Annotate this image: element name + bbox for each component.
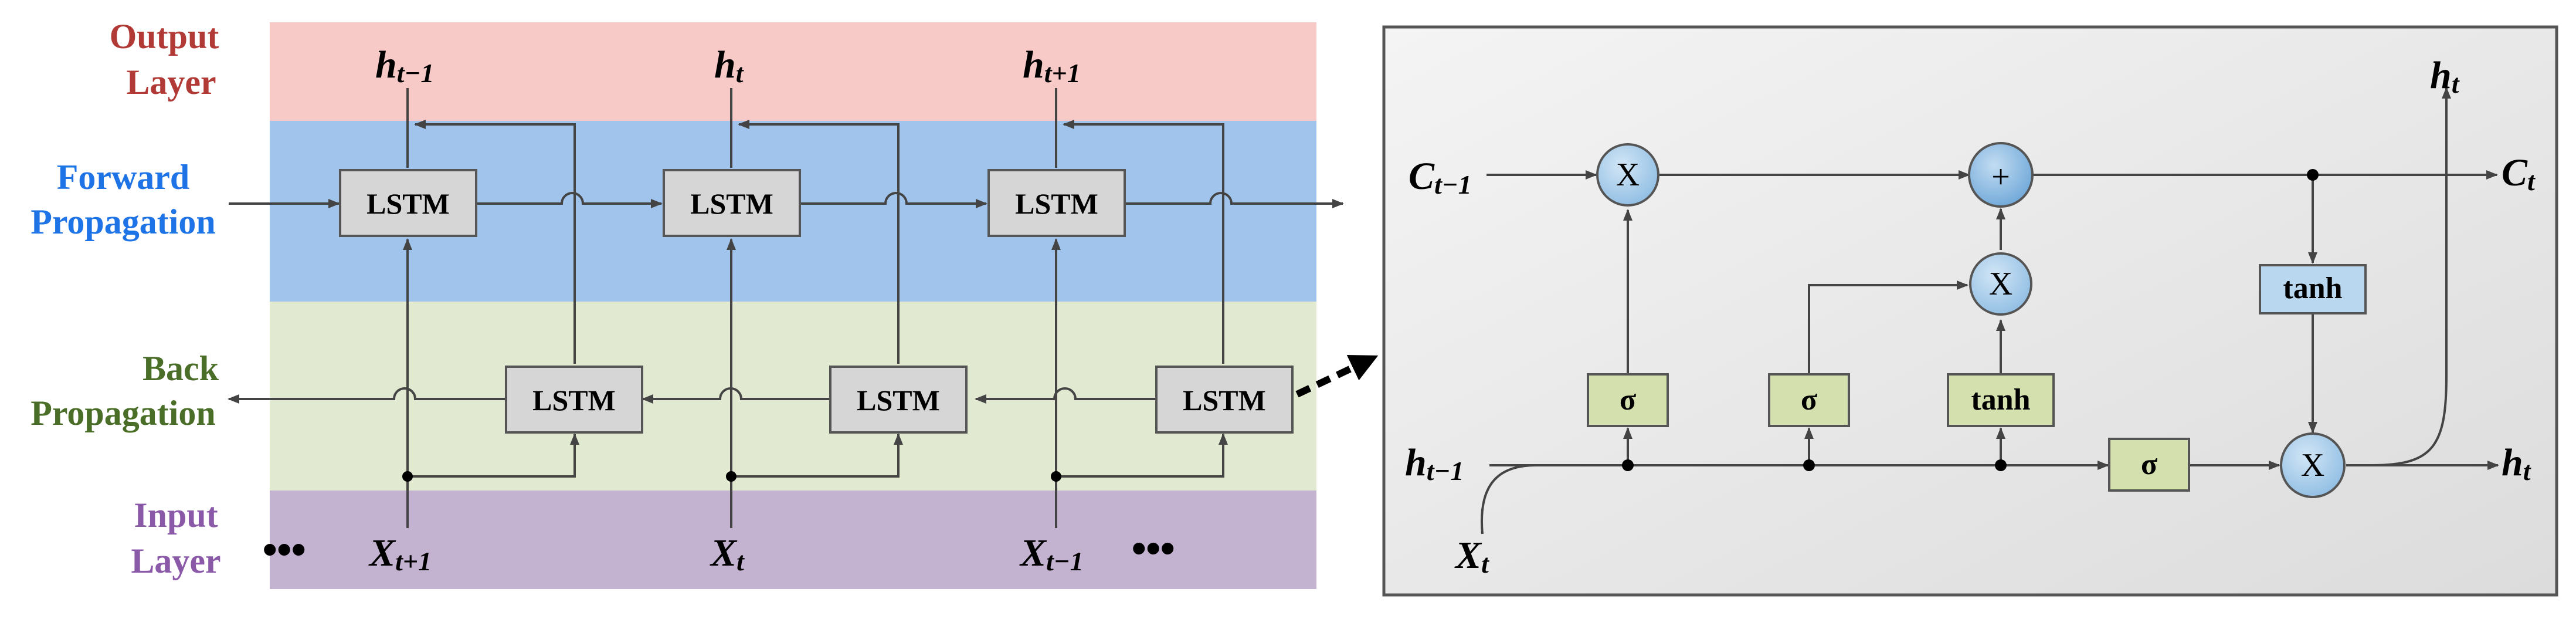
candidate-gate: tanh: [1947, 373, 2055, 427]
output-multiply-op: X: [2280, 432, 2346, 498]
backward-lstm-3: LSTM: [1155, 366, 1294, 434]
backward-lstm-boxes: LSTM LSTM LSTM: [505, 366, 1294, 434]
hidden-out-right-label: ht: [2502, 441, 2531, 486]
cell-add-symbol: +: [1991, 159, 2010, 195]
output-layer-label-line1: Output: [110, 17, 219, 56]
forward-layer-label-line2: Propagation: [30, 202, 216, 241]
input-multiply-op: X: [1969, 252, 2032, 316]
cell-tanh-label: tanh: [2283, 272, 2342, 305]
output-gate-label: σ: [2141, 448, 2157, 481]
input-layer-label-line1: Input: [134, 496, 218, 535]
input-multiply-symbol: X: [1989, 266, 2012, 302]
forward-lstm-1-label: LSTM: [366, 187, 450, 220]
output-multiply-symbol: X: [2301, 447, 2324, 483]
input-layer-band: [270, 491, 1316, 589]
forward-lstm-2: LSTM: [663, 169, 801, 237]
layer-bands: [270, 22, 1316, 589]
output-gate: σ: [2108, 438, 2190, 492]
forward-lstm-3-label: LSTM: [1015, 187, 1098, 220]
forget-multiply-symbol: X: [1616, 157, 1640, 193]
back-layer-band: [270, 302, 1316, 491]
forward-lstm-boxes: LSTM LSTM LSTM: [339, 169, 1126, 237]
forward-layer-label-line1: Forward: [57, 158, 190, 197]
backward-lstm-2: LSTM: [829, 366, 968, 434]
hidden-prev-label: ht−1: [1405, 441, 1464, 486]
cell-gates: σ σ tanh σ tanh: [1587, 264, 2367, 492]
forget-multiply-op: X: [1596, 143, 1659, 207]
backward-lstm-1: LSTM: [505, 366, 643, 434]
layer-labels: Output Layer Forward Propagation Back Pr…: [30, 17, 220, 580]
candidate-gate-label: tanh: [1971, 383, 2030, 417]
cell-state-prev-label: Ct−1: [1409, 155, 1472, 199]
forward-lstm-3: LSTM: [987, 169, 1126, 237]
backward-lstm-2-label: LSTM: [857, 384, 940, 417]
backward-lstm-3-label: LSTM: [1183, 384, 1266, 417]
forward-lstm-1: LSTM: [339, 169, 477, 237]
input-layer-label-line2: Layer: [131, 542, 220, 580]
input-labels: Xt+1 Xt Xt−1 ••• •••: [263, 525, 1175, 576]
forget-gate-label: σ: [1620, 383, 1636, 417]
cell-operations: X + X X: [1596, 142, 2346, 498]
back-layer-label-line1: Back: [142, 349, 219, 388]
output-layer-label-line2: Layer: [126, 63, 216, 102]
cell-tanh: tanh: [2259, 264, 2367, 314]
backward-lstm-1-label: LSTM: [532, 384, 616, 417]
input-label-2: Xt: [710, 532, 745, 576]
output-label-2: ht: [714, 43, 744, 88]
cell-labels: Ct−1 Ct ht−1 ht ht Xt: [1405, 54, 2536, 579]
forget-gate: σ: [1587, 373, 1669, 427]
cell-junctions: [1622, 169, 2319, 471]
input-gate-label: σ: [1801, 383, 1817, 417]
input-label-1: Xt+1: [368, 532, 432, 576]
input-label-3: Xt−1: [1019, 532, 1084, 576]
detail-link-arrow: [1295, 353, 1379, 398]
left-junctions: [402, 471, 1061, 482]
output-labels: ht−1 ht ht+1: [375, 43, 1081, 88]
cell-state-next-label: Ct: [2502, 151, 2536, 196]
output-label-3: ht+1: [1023, 43, 1081, 88]
cell-detail-panel: [1382, 25, 2558, 597]
left-connections: [228, 88, 1344, 528]
output-layer-band: [270, 22, 1316, 121]
input-ellipsis-right: •••: [1132, 525, 1175, 571]
input-gate: σ: [1768, 373, 1850, 427]
forward-lstm-2-label: LSTM: [690, 187, 773, 220]
input-ellipsis-left: •••: [263, 526, 306, 572]
back-layer-label-line2: Propagation: [30, 394, 216, 432]
cell-add-op: +: [1968, 142, 2034, 208]
output-label-1: ht−1: [375, 43, 434, 88]
hidden-out-top-label: ht: [2430, 54, 2460, 99]
input-x-label: Xt: [1454, 534, 1489, 579]
